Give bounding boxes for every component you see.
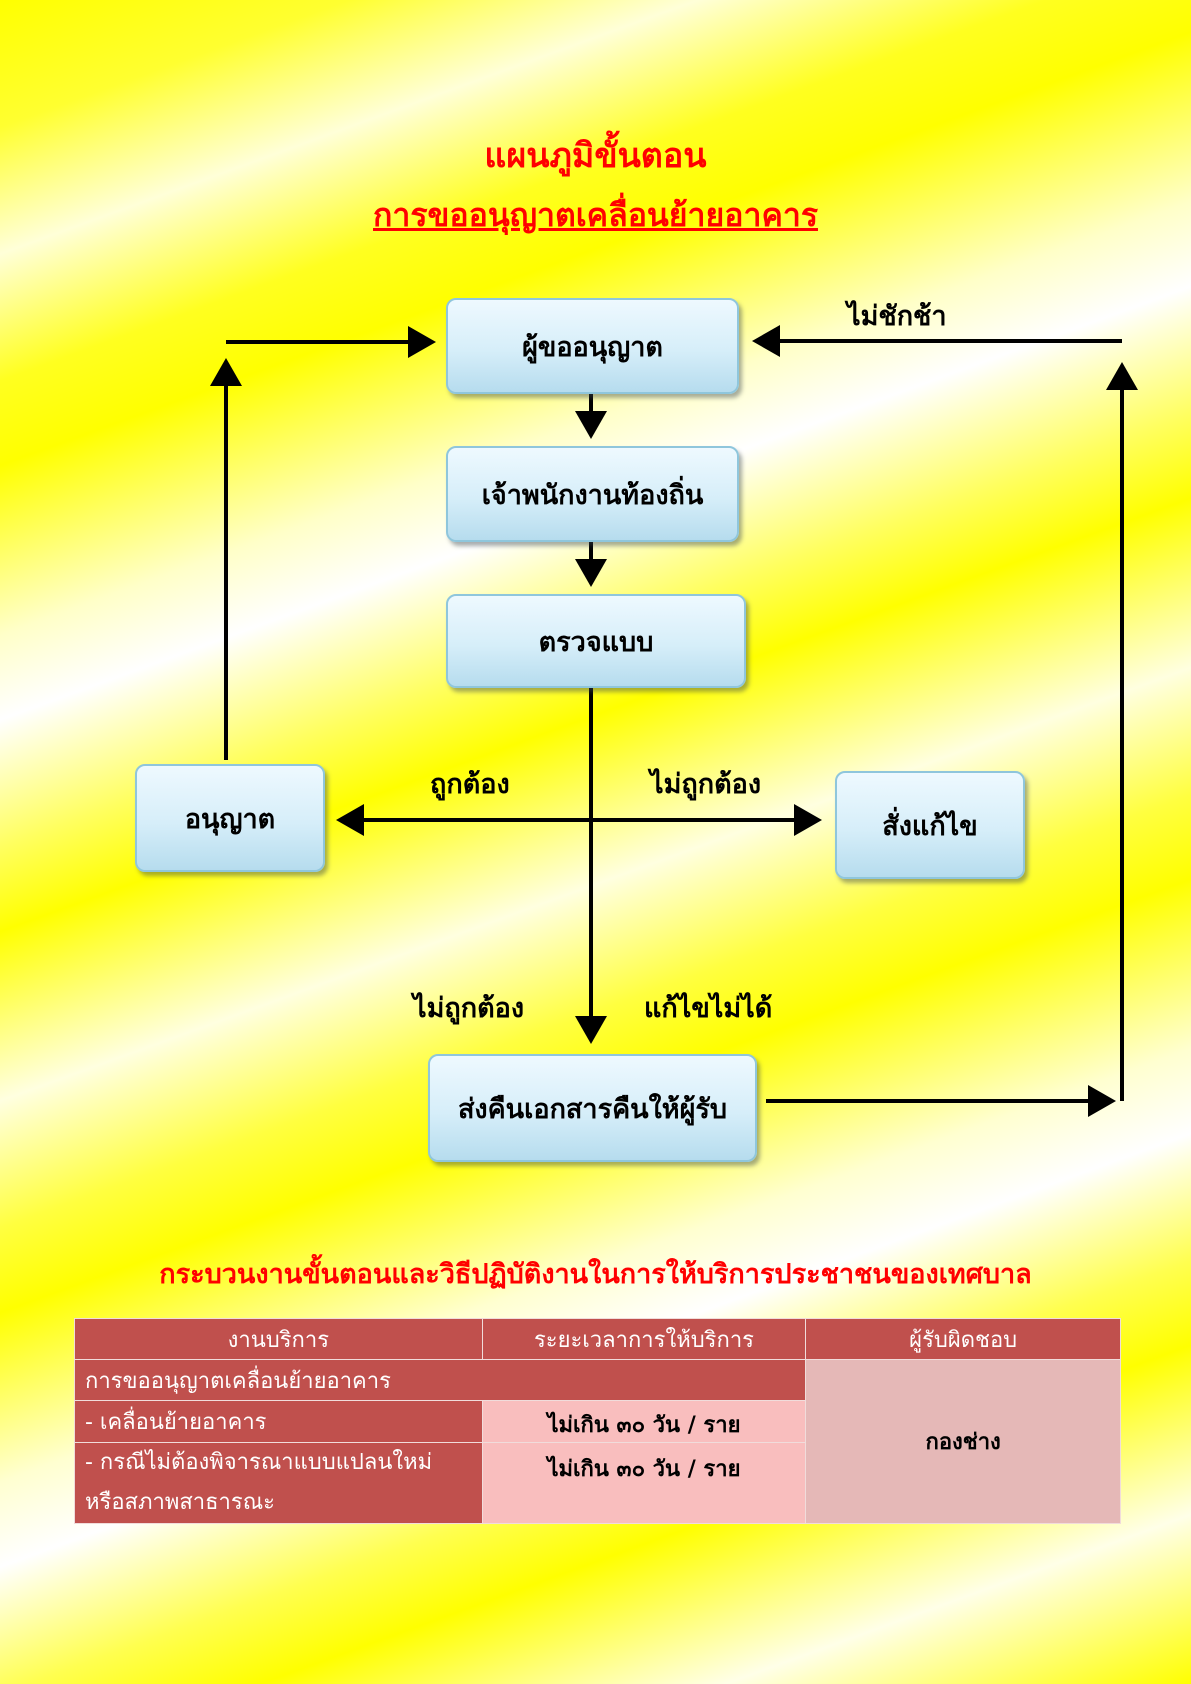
responsible-cell: กองช่าง — [805, 1359, 1121, 1524]
row-service-line1: - กรณีไม่ต้องพิจารณาแบบแปลนใหม่ — [85, 1450, 433, 1475]
node-inspect: ตรวจแบบ — [446, 594, 746, 688]
header-service: งานบริการ — [74, 1318, 483, 1360]
label-cannot-fix: แก้ไขไม่ได้ — [644, 993, 773, 1024]
service-table: งานบริการ ระยะเวลาการให้บริการ ผู้รับผิด… — [73, 1318, 1121, 1524]
label-incorrect-right: ไม่ถูกต้อง — [650, 769, 762, 800]
node-officer: เจ้าพนักงานท้องถิ่น — [446, 446, 739, 542]
group-label-cell: การขออนุญาตเคลื่อนย้ายอาคาร — [73, 1359, 807, 1401]
row-duration: ไม่เกิน ๓๐ วัน / ราย — [481, 1442, 807, 1524]
label-correct: ถูกต้อง — [430, 769, 510, 800]
label-no-delay: ไม่ชักช้า — [847, 301, 947, 332]
header-responsible: ผู้รับผิดชอบ — [805, 1318, 1121, 1360]
label-incorrect-bottom: ไม่ถูกต้อง — [413, 993, 525, 1024]
node-permit: อนุญาต — [135, 764, 325, 872]
row-service: - เคลื่อนย้ายอาคาร — [74, 1400, 483, 1443]
node-order-fix: สั่งแก้ไข — [835, 771, 1025, 879]
row-duration: ไม่เกิน ๓๐ วัน / ราย — [481, 1400, 807, 1443]
header-duration: ระยะเวลาการให้บริการ — [481, 1318, 807, 1360]
row-service-line2: หรือสภาพสาธารณะ — [85, 1490, 275, 1515]
chart-title: แผนภูมิขั้นตอน — [484, 136, 707, 176]
node-return-docs: ส่งคืนเอกสารคืนให้ผู้รับ — [428, 1054, 757, 1162]
node-applicant: ผู้ขออนุญาต — [446, 298, 739, 394]
chart-subtitle: การขออนุญาตเคลื่อนย้ายอาคาร — [373, 196, 818, 234]
process-heading: กระบวนงานขั้นตอนและวิธีปฏิบัติงานในการให… — [159, 1259, 1032, 1290]
row-service-multiline: - กรณีไม่ต้องพิจารณาแบบแปลนใหม่ หรือสภาพ… — [74, 1442, 483, 1524]
